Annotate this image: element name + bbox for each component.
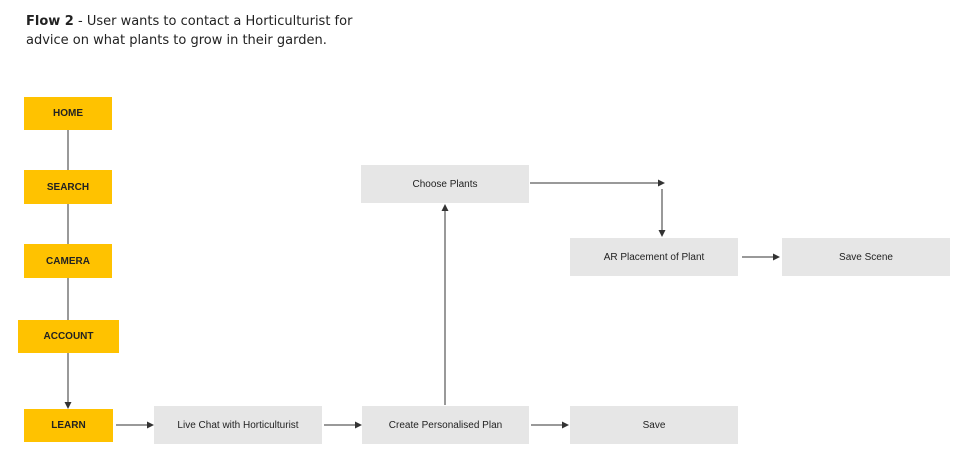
nav-account: ACCOUNT	[18, 320, 119, 353]
step-choose-plants: Choose Plants	[361, 165, 529, 203]
flow-title-bold: Flow 2	[26, 14, 74, 29]
step-create-plan: Create Personalised Plan	[362, 406, 529, 444]
nav-search: SEARCH	[24, 170, 112, 204]
nav-learn: LEARN	[24, 409, 113, 442]
nav-home: HOME	[24, 97, 112, 130]
step-save-scene: Save Scene	[782, 238, 950, 276]
flow-title: Flow 2 - User wants to contact a Horticu…	[26, 12, 356, 50]
step-ar-placement: AR Placement of Plant	[570, 238, 738, 276]
step-live-chat: Live Chat with Horticulturist	[154, 406, 322, 444]
flow-title-text: - User wants to contact a Horticulturist…	[26, 14, 353, 48]
step-save: Save	[570, 406, 738, 444]
nav-camera: CAMERA	[24, 244, 112, 278]
